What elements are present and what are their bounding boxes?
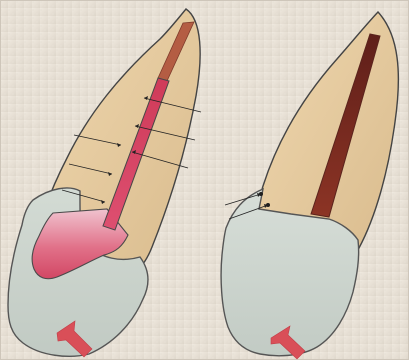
left-tooth-diagram [0,0,204,360]
right-tooth-diagram [204,0,409,360]
